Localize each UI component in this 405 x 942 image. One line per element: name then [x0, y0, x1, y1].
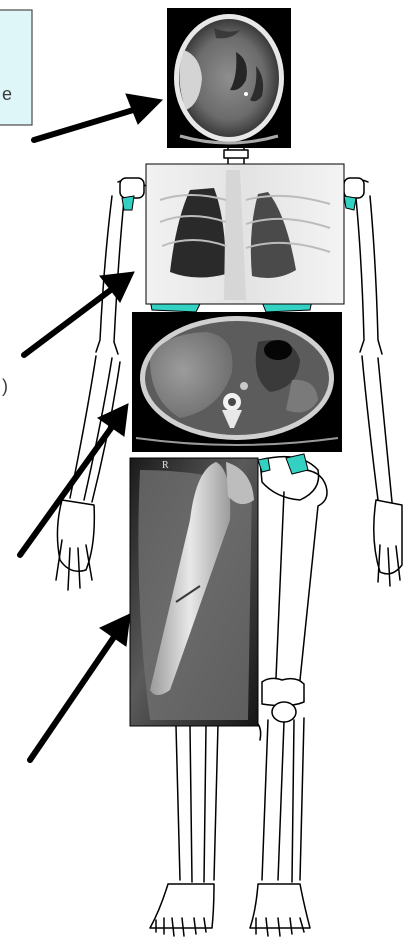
head-ct-image: [167, 8, 291, 148]
side-text-fragment: ): [2, 376, 8, 396]
femur-marker: R: [162, 460, 169, 471]
arrow-to-femur-xray: [30, 614, 130, 760]
chest-xray-image: [146, 164, 344, 304]
left-label-box: e: [0, 10, 32, 125]
abdomen-ct-image: [132, 312, 342, 452]
left-box-text-fragment: e: [2, 84, 12, 104]
arrow-to-head-ct: [34, 94, 162, 140]
femur-xray-image: R: [130, 458, 258, 726]
arrow-to-chest-xray: [24, 272, 134, 355]
